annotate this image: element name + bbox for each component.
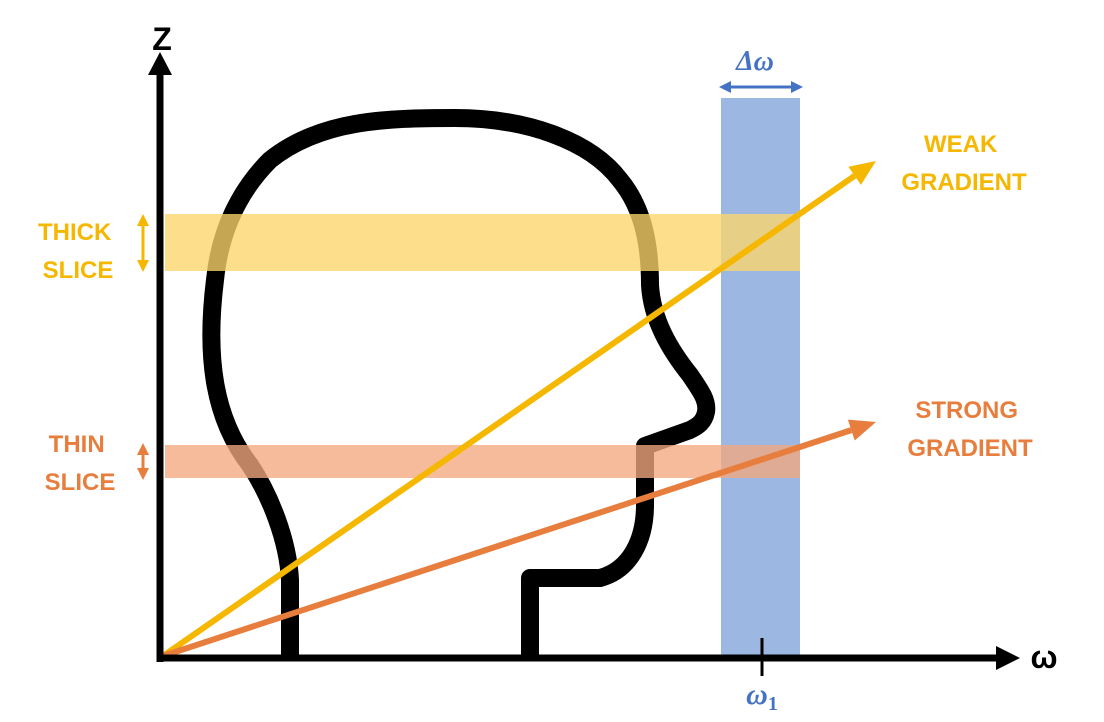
omega1-subscript: 1: [768, 693, 778, 715]
strong-gradient-label: STRONG GRADIENT: [907, 397, 1033, 462]
omega-axis-arrowhead: [996, 646, 1020, 670]
omega1-label: ω1: [746, 678, 778, 715]
strong-gradient-line: [162, 419, 876, 659]
thick-slice-double-arrow-icon: [137, 214, 149, 272]
weak-gradient-line: [161, 161, 876, 659]
weak-gradient-shaft: [161, 173, 857, 659]
thin-slice-label: THIN SLICE: [45, 431, 116, 496]
weak-gradient-label: WEAK GRADIENT: [901, 131, 1027, 196]
z-axis-arrowhead: [148, 52, 172, 75]
double-arrow-icon: [719, 81, 803, 93]
bandwidth-label: Δω: [735, 46, 774, 77]
z-axis-label: Z: [152, 21, 172, 57]
thick-slice-label: THICK SLICE: [38, 219, 118, 284]
thick-slice-band: [165, 214, 800, 271]
bandwidth-band: [721, 98, 800, 658]
weak-gradient-arrowhead: [848, 161, 876, 185]
omega-axis-label: ω: [1030, 639, 1057, 675]
thin-slice-band: [165, 445, 800, 478]
strong-gradient-arrowhead: [847, 419, 876, 441]
strong-gradient-shaft: [162, 427, 853, 659]
thin-slice-double-arrow-icon: [137, 443, 149, 480]
head-silhouette-icon: [202, 109, 716, 658]
